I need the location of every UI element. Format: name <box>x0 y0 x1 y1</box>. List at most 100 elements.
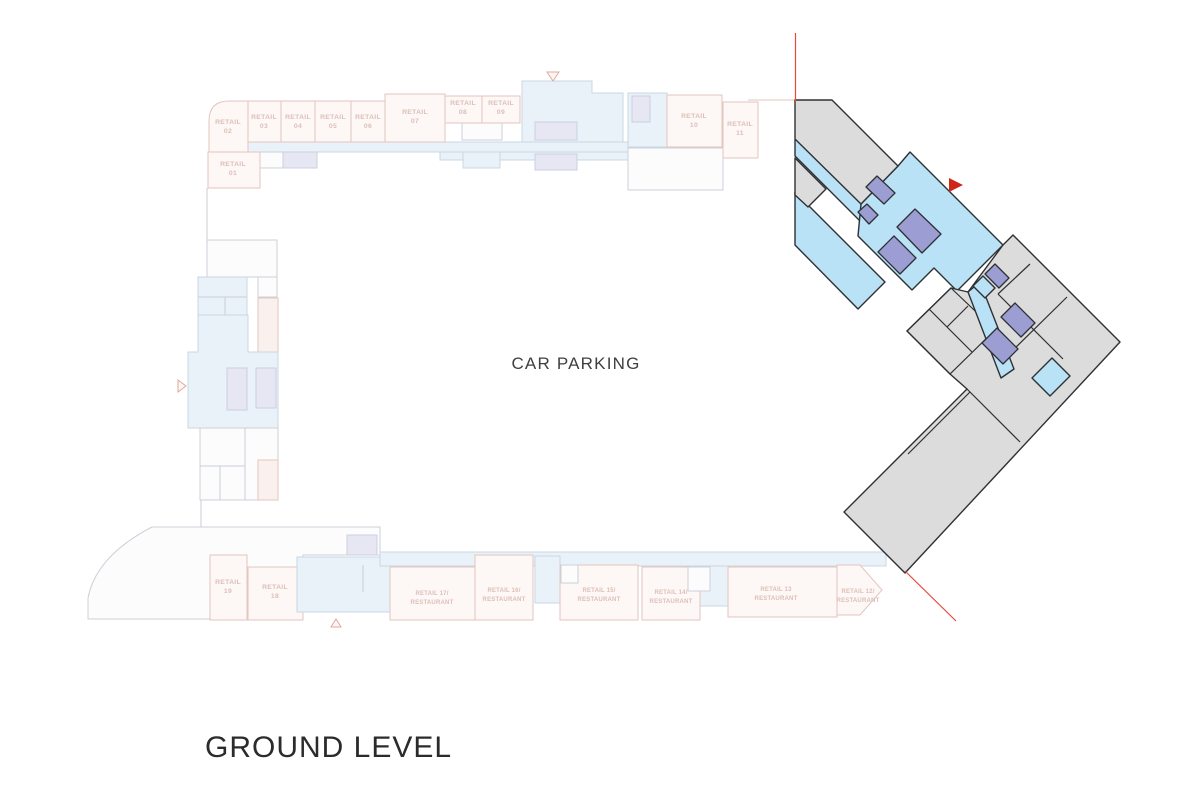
retail-01-label: 01 <box>229 170 237 177</box>
retail-04-label: RETAIL <box>285 114 311 121</box>
retail-unit-13 <box>727 566 838 618</box>
retail-unit-05 <box>314 100 352 143</box>
triangle-down-icon <box>546 71 560 82</box>
retail-unit-06 <box>350 100 386 143</box>
retail-16-label: RETAIL 16/ <box>487 588 520 594</box>
retail-06-label: RETAIL <box>355 114 381 121</box>
retail-09-label: 09 <box>497 109 505 116</box>
retail-unit-17 <box>389 566 476 621</box>
section-marks <box>794 33 963 622</box>
small-blue-room <box>1031 357 1071 397</box>
small-blue-room <box>972 275 996 299</box>
retail-unit-12 <box>836 564 883 616</box>
retail-11-label: 11 <box>736 130 744 137</box>
retail-unit-03 <box>247 100 282 143</box>
service-room <box>627 147 724 191</box>
room-divider <box>200 428 246 500</box>
highlighted-building <box>794 99 1121 574</box>
retail-12-label: RESTAURANT <box>837 598 880 604</box>
retail-13-label: RETAIL 13 <box>760 587 792 593</box>
retail-02-label: 02 <box>224 128 232 135</box>
core-unit <box>865 175 896 205</box>
retail-unit-16 <box>474 554 534 621</box>
retail-11-label: RETAIL <box>727 121 753 128</box>
service-room <box>259 151 284 169</box>
retail-16-label: RESTAURANT <box>483 597 526 603</box>
retail-03-label: 03 <box>260 123 268 130</box>
retail-07-label: RETAIL <box>402 109 428 116</box>
car-parking-label: CAR PARKING <box>511 354 640 373</box>
service-room <box>257 276 278 298</box>
corridor-arm-lower <box>794 191 886 310</box>
retail-unit-18 <box>247 566 304 621</box>
corridor-stub <box>534 555 561 604</box>
red-triangle-icon <box>949 178 963 192</box>
section-line-south <box>904 570 957 622</box>
service-room <box>560 564 579 584</box>
service-room <box>346 534 378 556</box>
service-room <box>631 95 651 123</box>
retail-15-label: RETAIL 15/ <box>582 588 615 594</box>
service-room <box>197 276 248 316</box>
retail-labels: RETAIL 02 RETAIL 03 RETAIL 04 RETAIL 05 … <box>215 100 879 606</box>
triangle-up-icon <box>330 618 342 628</box>
retail-15-label: RESTAURANT <box>578 597 621 603</box>
retail-14-label: RETAIL 14/ <box>654 590 687 596</box>
retail-unit-02 <box>208 100 249 153</box>
retail-08-label: 08 <box>459 109 467 116</box>
faded-mall-layer: RETAIL 02 RETAIL 03 RETAIL 04 RETAIL 05 … <box>87 71 887 628</box>
south-corridor <box>379 551 887 567</box>
retail-01-label: RETAIL <box>220 161 246 168</box>
lift-core <box>255 367 277 409</box>
core-unit <box>877 235 917 275</box>
retail-unit-11 <box>722 101 759 159</box>
core-unit <box>981 327 1019 365</box>
lift-core <box>226 367 248 411</box>
core-unit <box>984 263 1010 289</box>
retail-14-label: RESTAURANT <box>650 599 693 605</box>
retail-03-label: RETAIL <box>251 114 277 121</box>
retail-02-label: RETAIL <box>215 119 241 126</box>
retail-unit-19 <box>209 554 248 621</box>
triangle-right-icon <box>177 379 187 393</box>
core-unit <box>896 208 942 254</box>
service-room <box>462 151 501 169</box>
core-unit <box>1000 302 1036 338</box>
mid-room-dividers <box>928 305 973 353</box>
retail-unit-01 <box>207 151 261 189</box>
retail-unit-07 <box>384 93 446 143</box>
retail-19-label: RETAIL <box>215 579 241 586</box>
corner-room <box>794 157 827 208</box>
retail-13-label: RESTAURANT <box>755 596 798 602</box>
retail-06-label: 06 <box>364 123 372 130</box>
retail-07-label: 07 <box>411 118 419 125</box>
service-room <box>206 239 278 278</box>
service-room <box>687 566 711 592</box>
retail-10-label: RETAIL <box>681 113 707 120</box>
retail-04-label: 04 <box>294 123 302 130</box>
core-unit <box>857 203 879 225</box>
service-room <box>257 459 279 501</box>
retail-10-label: 10 <box>690 122 698 129</box>
retail-09-label: RETAIL <box>488 100 514 107</box>
retail-unit-04 <box>280 100 316 143</box>
wing-room-dividers <box>907 263 1068 455</box>
retail-unit-10 <box>666 94 723 148</box>
service-room <box>282 151 318 169</box>
page-title: GROUND LEVEL <box>205 731 452 764</box>
lobby-core <box>534 153 578 171</box>
retail-17-label: RETAIL 17/ <box>415 591 448 597</box>
service-room <box>461 122 503 141</box>
retail-18-label: 18 <box>271 593 279 600</box>
retail-08-label: RETAIL <box>450 100 476 107</box>
retail-05-label: RETAIL <box>320 114 346 121</box>
retail-17-label: RESTAURANT <box>411 600 454 606</box>
retail-18-label: RETAIL <box>262 584 288 591</box>
room-divider <box>198 296 247 315</box>
retail-19-label: 19 <box>224 588 232 595</box>
service-room <box>257 297 279 354</box>
retail-unit-09 <box>481 95 521 124</box>
lobby-core <box>534 121 578 141</box>
retail-12-label: RETAIL 12/ <box>841 589 874 595</box>
